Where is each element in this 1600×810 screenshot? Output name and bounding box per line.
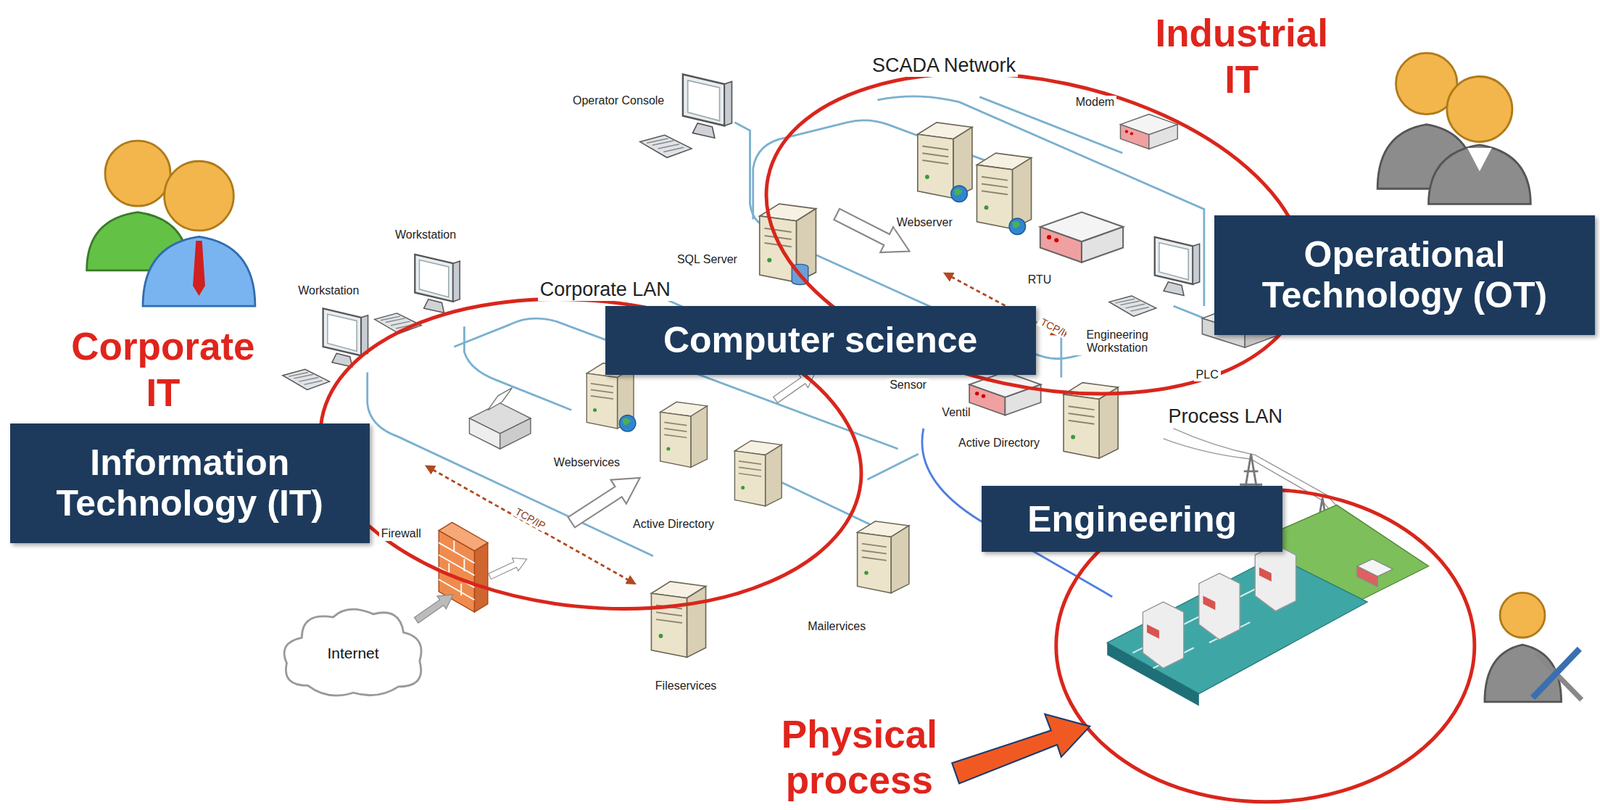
device-label: Operator Console — [570, 94, 667, 108]
device-label: RTU — [1025, 273, 1055, 287]
device-label: Sensor — [887, 378, 929, 392]
device-label: Webserver — [894, 216, 955, 230]
device-icons — [282, 73, 1288, 657]
tcp-dashed-arrow — [426, 273, 1060, 584]
node-text: Engineering — [1027, 498, 1237, 540]
device-icons-part — [282, 369, 330, 390]
network-wire-part — [877, 96, 1204, 306]
device-label: Engineering Workstation — [1066, 328, 1168, 356]
device-label: Ventil — [939, 405, 973, 420]
people-icons-part — [192, 240, 206, 296]
device-icons-part — [438, 540, 475, 601]
region-title: Physical process — [762, 711, 957, 804]
hydro-dam-illustration-part — [1142, 601, 1184, 668]
ot-box: Operational Technology (OT) — [1214, 215, 1595, 335]
node-text: Operational Technology (OT) — [1224, 234, 1585, 316]
device-icons-part — [487, 387, 513, 411]
people-icons-part — [1428, 144, 1532, 205]
device-icons-part — [1154, 237, 1200, 296]
device-icons-part — [651, 581, 706, 657]
people-icons-part — [1499, 592, 1545, 638]
device-label: Workstation — [392, 228, 459, 242]
device-label: Active Directory — [630, 517, 717, 531]
node-text: Information Technology (IT) — [20, 442, 359, 524]
people-icons-part — [1532, 648, 1580, 699]
people-icons-part — [164, 160, 235, 231]
hydro-dam-illustration-part — [1199, 573, 1240, 640]
pointer-arrow — [951, 714, 1090, 784]
device-label: Modem — [1073, 95, 1117, 109]
device-icons-part — [474, 542, 488, 612]
engineering-box: Engineering — [981, 485, 1283, 552]
people-icons-part — [1535, 652, 1582, 700]
node-text: Internet — [326, 644, 379, 662]
device-icons-part — [1012, 221, 1021, 228]
region-ellipse — [305, 26, 1475, 802]
flow-arrow-part — [830, 201, 916, 264]
device-label: Mailervices — [805, 619, 868, 633]
device-icons-part — [622, 418, 631, 425]
people-icons-part — [142, 236, 256, 306]
hydro-dam-illustration-part — [1146, 566, 1272, 638]
hydro-dam-illustration-part — [1254, 544, 1296, 611]
people-icons-part — [105, 140, 171, 206]
device-icons-part — [640, 134, 692, 158]
people-icons-part — [1467, 147, 1492, 172]
pointer-arrow-part — [951, 714, 1090, 784]
flow-arrow-part — [486, 552, 530, 583]
network-name: Process LAN — [1165, 405, 1285, 428]
device-label: Firewall — [379, 527, 424, 541]
cs-box: Computer science — [605, 305, 1036, 375]
protocol-label: TCP/IP — [511, 504, 551, 533]
people-icons-part — [1484, 644, 1562, 702]
region-title: Industrial IT — [1139, 10, 1345, 103]
device-icons-part — [414, 254, 460, 313]
network-name: SCADA Network — [869, 54, 1018, 77]
device-icons-part — [682, 73, 733, 138]
device-label: Workstation — [295, 284, 362, 298]
internet-cloud: Internet — [277, 601, 429, 704]
hydro-dam-illustration-part — [1357, 566, 1378, 587]
network-wire-part — [1059, 336, 1063, 377]
device-label: PLC — [1194, 368, 1221, 382]
network-wire-part — [775, 479, 884, 530]
device-icons-part — [619, 415, 636, 433]
device-label: Active Directory — [956, 436, 1042, 450]
device-icons-part — [954, 188, 963, 196]
it-box: Information Technology (IT) — [10, 423, 370, 543]
node-text: Computer science — [663, 319, 978, 361]
device-icons-part — [500, 418, 531, 449]
network-name: Corporate LAN — [537, 278, 673, 301]
device-icons-part — [1040, 211, 1123, 262]
region-title: Corporate IT — [60, 323, 266, 416]
device-label: SQL Server — [674, 253, 740, 267]
network-wire-part — [867, 453, 918, 480]
device-icons-part — [734, 440, 782, 507]
tcp-dashed-arrow-part — [426, 466, 635, 584]
people-icons — [86, 52, 1582, 702]
device-icons-part — [469, 418, 500, 449]
device-icons-part — [660, 401, 708, 467]
cloud-shape — [284, 609, 422, 696]
people-icons-part — [1447, 76, 1513, 143]
hydro-dam-illustration — [1107, 428, 1429, 707]
network-wire-part — [463, 326, 572, 410]
device-label: Fileservices — [653, 679, 719, 693]
device-label: Webservices — [551, 456, 623, 470]
flow-arrow-part — [411, 587, 458, 627]
device-icons-part — [976, 152, 1031, 229]
device-icons-part — [951, 185, 968, 203]
device-icons-part — [1109, 295, 1157, 317]
device-icons-part — [1009, 218, 1026, 235]
device-icons-part — [857, 521, 910, 594]
